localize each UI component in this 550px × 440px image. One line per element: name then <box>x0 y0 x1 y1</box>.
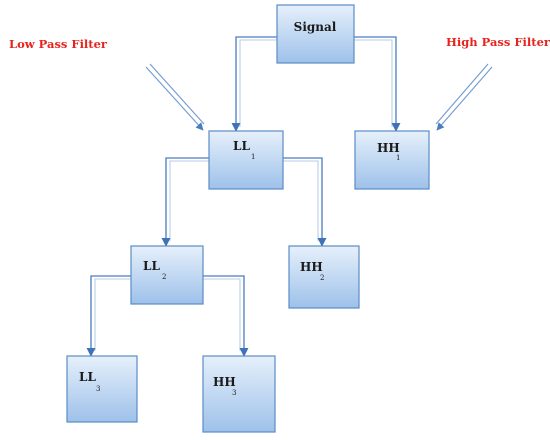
node-hh3-label: HH <box>213 375 236 389</box>
node-hh2-label: HH <box>300 260 323 274</box>
node-ll3-label: LL <box>79 370 96 384</box>
node-hh3: HH 3 <box>202 355 276 433</box>
node-ll1-subscript: 1 <box>251 153 255 161</box>
edge-ll1-ll2 <box>161 157 209 247</box>
node-signal: Signal <box>276 4 355 64</box>
node-hh3-subscript: 3 <box>232 389 236 397</box>
node-hh1: HH 1 <box>354 130 430 190</box>
low-pass-filter-label: Low Pass Filter <box>9 37 108 51</box>
edge-signal-ll1 <box>231 36 277 132</box>
node-signal-label: Signal <box>294 20 337 34</box>
edge-ll2-ll3 <box>86 275 131 357</box>
node-ll3: LL 3 <box>66 355 138 423</box>
node-ll1: LL 1 <box>208 130 284 190</box>
edge-ll2-hh3 <box>203 275 249 357</box>
node-ll2: LL 2 <box>130 245 204 305</box>
node-hh2: HH 2 <box>288 245 360 309</box>
high-pass-filter-label: High Pass Filter <box>446 35 550 49</box>
low-pass-pointer-arrow <box>145 63 205 131</box>
edge-signal-hh1 <box>354 36 401 132</box>
node-hh1-label: HH <box>377 141 400 155</box>
node-ll3-subscript: 3 <box>96 385 100 393</box>
node-ll1-label: LL <box>233 139 250 153</box>
node-hh1-subscript: 1 <box>396 154 400 162</box>
node-ll2-subscript: 2 <box>162 273 166 281</box>
edge-ll1-hh2 <box>283 157 327 247</box>
node-ll2-label: LL <box>143 259 160 273</box>
node-hh2-subscript: 2 <box>320 274 324 282</box>
high-pass-pointer-arrow <box>435 63 493 131</box>
